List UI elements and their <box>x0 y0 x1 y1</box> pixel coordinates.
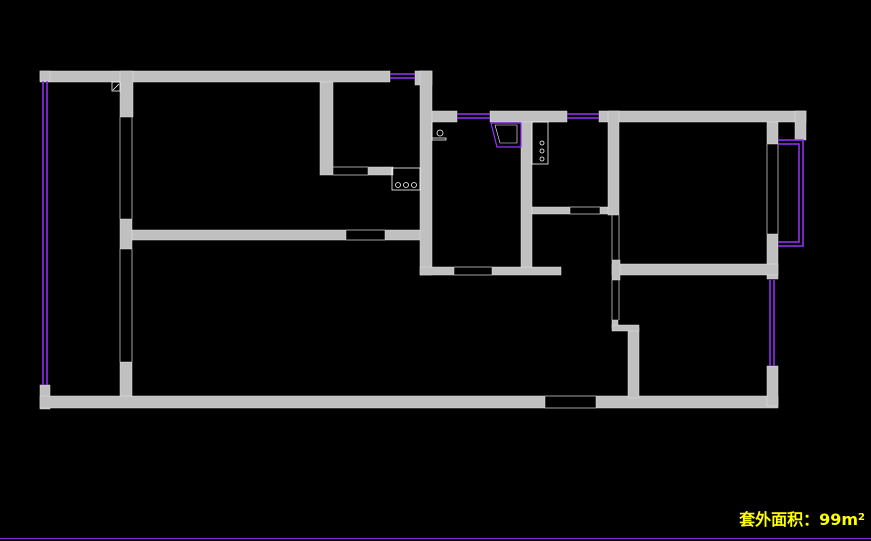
wall-closet-vertical <box>319 81 334 176</box>
wall-right-top <box>598 110 807 123</box>
wall-kitchen-bottom <box>491 266 562 276</box>
stove <box>391 167 421 191</box>
wall-top-left <box>39 70 391 83</box>
wall-right-divider-stub <box>611 259 621 281</box>
bath-cabinet <box>531 121 549 165</box>
wall-bath-horizontal <box>531 206 571 215</box>
sink-outline <box>490 122 522 148</box>
sink-inner <box>494 124 518 144</box>
wall-central <box>419 70 433 276</box>
wall-central-bottom <box>419 266 455 276</box>
wall-top-left-corner <box>119 70 134 118</box>
wall-kitchen-top <box>489 110 568 123</box>
wall-bath-vertical <box>520 121 533 268</box>
wall-right-bedroom-left <box>607 110 620 216</box>
wall-bottom-right <box>595 395 779 409</box>
column-marker <box>111 81 121 92</box>
wall-lower-horizontal <box>611 324 640 332</box>
wall-right-corner <box>794 110 807 141</box>
fixtures <box>111 81 549 191</box>
wall-right-bottom-corner <box>766 365 779 407</box>
wall-left-inner-bottom <box>119 361 133 397</box>
wall-left <box>39 70 51 82</box>
door-openings <box>119 117 779 409</box>
windows <box>42 73 804 385</box>
wall-right-top-corner <box>766 121 779 145</box>
wall-bottom-left <box>39 395 546 409</box>
bay-window <box>778 139 804 247</box>
area-label: 套外面积：99m2 <box>739 510 865 530</box>
wall-left-inner-mid <box>119 218 133 250</box>
wall-bedroom-divider-right <box>384 229 422 241</box>
area-unit-superscript: 2 <box>858 512 865 523</box>
area-label-text: 套外面积：99m <box>739 510 859 529</box>
wall-closet-bottom <box>367 166 394 176</box>
walls <box>39 70 807 410</box>
wall-kitchen-top-left <box>431 110 458 123</box>
wall-lower-vertical <box>627 327 640 399</box>
bottom-rule <box>0 538 871 539</box>
wall-right-mid-corner <box>766 233 779 280</box>
wall-right-divider <box>611 263 779 276</box>
wall-bedroom-divider <box>131 229 347 241</box>
